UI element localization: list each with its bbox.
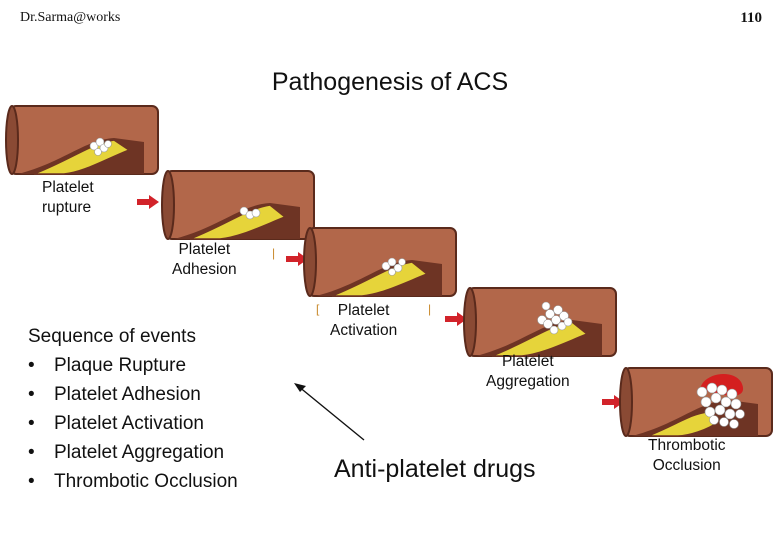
list-item: •Platelet Activation xyxy=(28,413,204,434)
artifact-mark: | xyxy=(272,246,276,260)
slide-title: Pathogenesis of ACS xyxy=(271,68,509,96)
sequence-heading: Sequence of events xyxy=(28,326,196,347)
vessel-plaque-rupture xyxy=(5,105,159,175)
vessel-thrombotic-occlusion xyxy=(619,367,773,437)
vessel-platelet-activation xyxy=(303,227,457,297)
stage-label-rupture: Platelet rupture xyxy=(42,179,94,216)
arrow-icon xyxy=(602,395,624,409)
anti-platelet-drugs-label: Anti-platelet drugs xyxy=(334,455,536,483)
list-item: •Platelet Aggregation xyxy=(28,442,225,463)
sequence-of-events: Sequence of events •Plaque Rupture •Plat… xyxy=(28,322,238,496)
list-item: •Platelet Adhesion xyxy=(28,384,201,405)
pointer-arrow-icon xyxy=(294,383,365,441)
stage-label-adhesion: Platelet Adhesion xyxy=(172,241,237,278)
stage-label-aggregation: Platelet Aggregation xyxy=(486,353,570,390)
author-label: Dr.Sarma@works xyxy=(20,10,121,25)
page-number: 110 xyxy=(740,10,762,26)
stage-label-activation: Platelet Activation xyxy=(330,302,398,339)
arrow-icon xyxy=(445,312,467,326)
vessel-platelet-aggregation xyxy=(463,287,617,357)
stage-label-occlusion: Thrombotic Occlusion xyxy=(648,437,726,474)
artifact-mark: [ xyxy=(316,302,320,316)
list-item: •Thrombotic Occlusion xyxy=(28,471,238,492)
artifact-mark: | xyxy=(428,302,432,316)
arrow-icon xyxy=(286,252,308,266)
vessel-platelet-adhesion xyxy=(161,170,315,240)
list-item: •Plaque Rupture xyxy=(28,355,187,376)
arrow-icon xyxy=(137,195,159,209)
